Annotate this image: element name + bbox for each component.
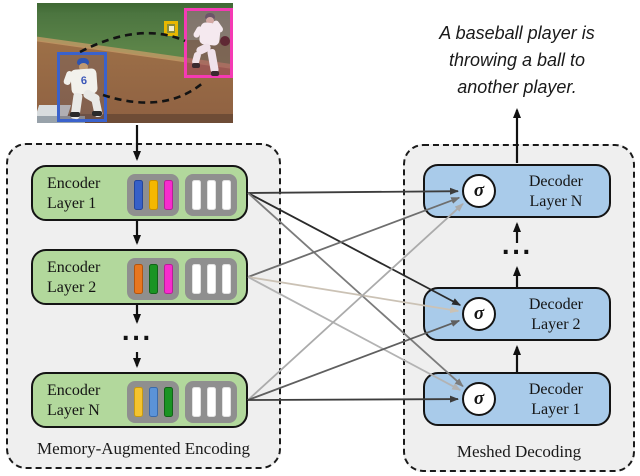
sigma-gate-icon: σ (462, 297, 496, 331)
memory-slots-icon (127, 381, 179, 423)
decoder-layer-1-box: σ Decoder Layer 1 (423, 372, 611, 426)
bbox-player-blue: 6 (57, 52, 107, 122)
decoder-layer-N-label: Decoder Layer N (528, 173, 583, 210)
slot-bar (191, 264, 201, 294)
blue-player-cap (77, 58, 89, 65)
encoding-panel-label: Memory-Augmented Encoding (37, 439, 250, 458)
encoder-layer-1-box: Encoder Layer 1 (31, 165, 248, 221)
encoder-layer-N-box: Encoder Layer N (31, 372, 248, 428)
slot-bar (148, 180, 158, 210)
slot-bar (191, 387, 201, 417)
caption-text: A baseball player is throwing a ball to … (403, 20, 631, 101)
slot-bar (148, 387, 158, 417)
slot-bar (133, 180, 143, 210)
slot-bar (191, 180, 201, 210)
slot-bar (163, 180, 173, 210)
blue-player-head (79, 63, 88, 71)
decoder-layer-N-box: σ Decoder Layer N (423, 164, 611, 218)
encoder-ellipsis: ··· (121, 326, 153, 352)
slot-bar (221, 264, 231, 294)
pink-player-cap (205, 13, 215, 19)
bbox-ball (164, 21, 178, 36)
relation-curves (79, 31, 205, 104)
slot-bar (163, 264, 173, 294)
baseball-photo: 6 (37, 3, 233, 123)
caption-line: throwing a ball to (448, 50, 586, 70)
decoder-layer-1-label: Decoder Layer 1 (528, 381, 583, 418)
encoder-layer-2-label: Encoder Layer 2 (47, 259, 101, 296)
decoder-layer-2-box: σ Decoder Layer 2 (423, 287, 611, 341)
decoder-ellipsis: ··· (501, 240, 533, 266)
memory-slots-icon (127, 258, 179, 300)
ball-icon (168, 26, 174, 31)
pink-player-shoe (192, 63, 200, 68)
slot-bar (133, 264, 143, 294)
dashed-curve-top (79, 31, 186, 54)
bbox-player-pink (184, 8, 233, 78)
feature-slots-icon (185, 174, 237, 216)
sigma-gate-icon: σ (462, 382, 496, 416)
feature-slots-icon (185, 258, 237, 300)
feature-slots-icon (185, 381, 237, 423)
blue-player-shoe (70, 112, 80, 117)
slot-bar (206, 264, 216, 294)
encoder-layer-N-label: Encoder Layer N (47, 382, 101, 419)
slot-bar (148, 264, 158, 294)
slot-bar (163, 387, 173, 417)
encoder-layer-2-box: Encoder Layer 2 (31, 249, 248, 305)
encoder-layer-1-label: Encoder Layer 1 (47, 175, 101, 212)
pink-player-shoe (211, 71, 219, 76)
memory-slots-icon (127, 174, 179, 216)
blue-player-shoe (92, 111, 102, 116)
decoding-panel-label: Meshed Decoding (456, 442, 582, 461)
decoder-layer-2-label: Decoder Layer 2 (528, 296, 583, 333)
pink-player-head (206, 17, 214, 24)
slot-bar (206, 387, 216, 417)
caption-line: A baseball player is (439, 23, 595, 43)
slot-bar (206, 180, 216, 210)
dashed-curve-bottom (102, 81, 205, 104)
sigma-gate-icon: σ (462, 174, 496, 208)
slot-bar (133, 387, 143, 417)
photo-bottom-strip (37, 114, 233, 123)
pink-player-glove (220, 36, 230, 46)
slot-bar (221, 180, 231, 210)
caption-line: another player. (457, 77, 577, 97)
slot-bar (221, 387, 231, 417)
